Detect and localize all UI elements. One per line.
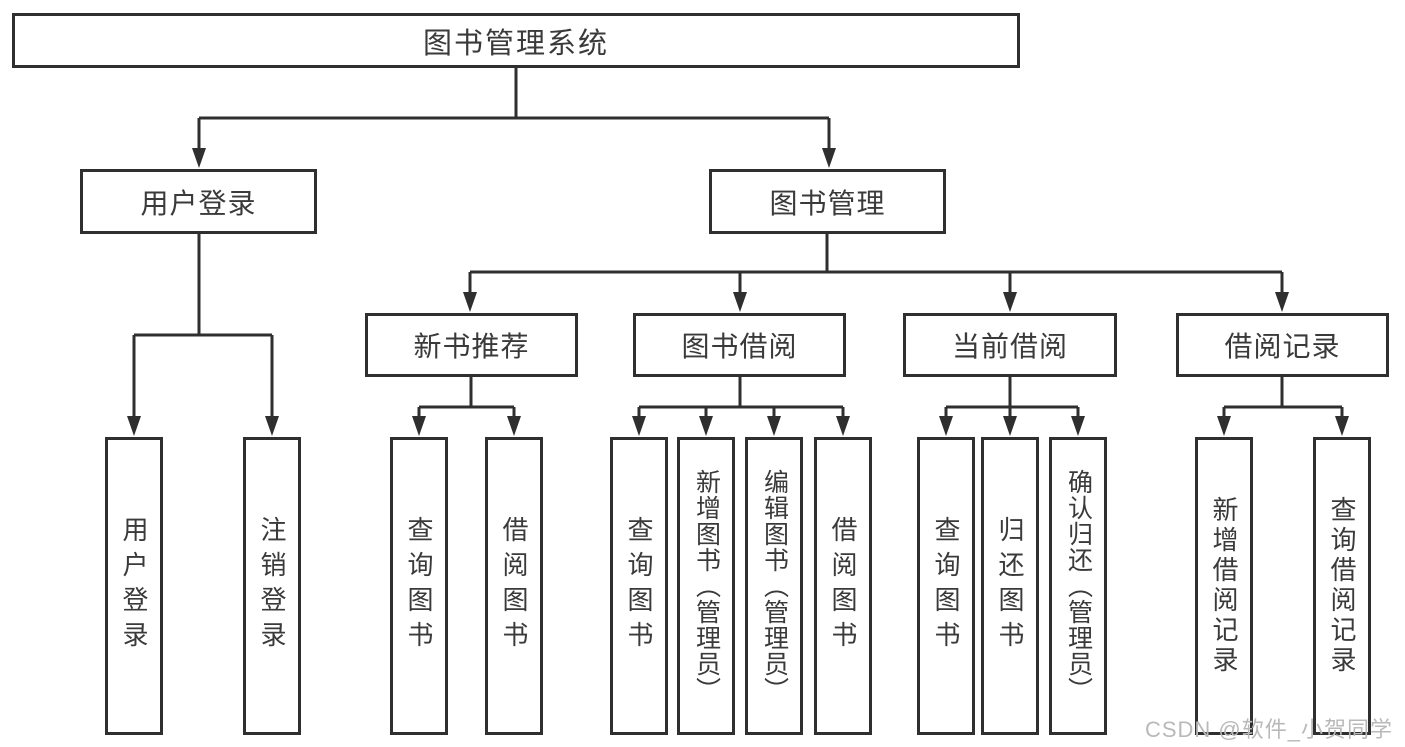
leaf-borrow-books: 借阅图书 [814, 437, 872, 735]
leaf-query-books: 查询图书 [917, 437, 975, 735]
leaf-confirm-return-admin: 确认归还（管理员） [1049, 437, 1107, 735]
leaf-add-books-admin: 新增图书（管理员） [677, 437, 735, 735]
watermark: CSDN @软件_小贺同学 [1144, 717, 1393, 742]
leaf-borrow-books: 借阅图书 [485, 437, 543, 735]
leaf-label: 查询图书 [404, 516, 434, 656]
leaf-logout: 注销登录 [243, 437, 301, 735]
leaf-label: 新增图书（管理员） [692, 469, 721, 703]
node-root-system: 图书管理系统 [12, 13, 1020, 68]
leaf-label: 借阅图书 [499, 516, 529, 656]
leaf-label: 查询图书 [624, 516, 654, 656]
leaf-add-borrow-record: 新增借阅记录 [1195, 437, 1253, 735]
leaf-label: 查询图书 [931, 516, 961, 656]
leaf-query-borrow-record: 查询借阅记录 [1313, 437, 1371, 735]
leaf-user-login: 用户登录 [105, 437, 163, 735]
node-book-management: 图书管理 [709, 169, 946, 234]
leaf-label: 编辑图书（管理员） [760, 469, 789, 703]
node-new-book-recommend: 新书推荐 [365, 313, 578, 377]
leaf-label: 确认归还（管理员） [1064, 469, 1093, 703]
leaf-label: 借阅图书 [828, 516, 858, 656]
leaf-query-books: 查询图书 [390, 437, 448, 735]
leaf-label: 新增借阅记录 [1209, 496, 1239, 676]
leaf-label: 用户登录 [119, 516, 149, 656]
leaf-query-books: 查询图书 [610, 437, 668, 735]
leaf-label: 注销登录 [257, 516, 287, 656]
leaf-edit-books-admin: 编辑图书（管理员） [745, 437, 803, 735]
node-current-borrowing: 当前借阅 [903, 313, 1117, 377]
leaf-label: 查询借阅记录 [1327, 496, 1357, 676]
node-borrowing-records: 借阅记录 [1176, 313, 1389, 377]
leaf-return-books: 归还图书 [981, 437, 1039, 735]
node-book-borrowing: 图书借阅 [633, 313, 846, 377]
leaf-label: 归还图书 [995, 516, 1025, 656]
node-user-login: 用户登录 [80, 169, 317, 234]
